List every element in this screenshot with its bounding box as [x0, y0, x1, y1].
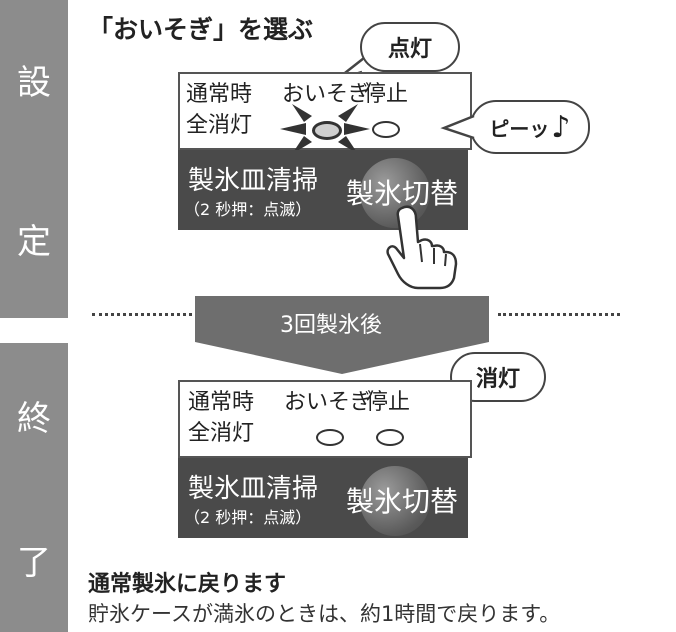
sidebar-char: 了	[17, 543, 51, 584]
ice-mode-button-highlight	[360, 158, 430, 228]
footer-note: 貯氷ケースが満氷のときは、約1時間で戻ります。	[88, 602, 561, 626]
ice-tray-clean-label: 製氷皿清掃	[188, 166, 319, 196]
beep-sound-label: ピーッ	[489, 116, 550, 141]
hold-2sec-label: （2 秒押：点滅）	[184, 200, 312, 219]
sidebar-finish: 終 了	[0, 343, 68, 632]
sidebar-char: 終	[17, 398, 51, 439]
pointing-hand-icon	[386, 205, 458, 290]
mode-stop-label: 停止	[366, 390, 411, 415]
sidebar-char: 定	[17, 222, 51, 262]
mode-quick-label: おいそぎ	[282, 82, 371, 107]
sound-bubble-tail	[440, 114, 475, 140]
sidebar-setting: 設 定	[0, 0, 68, 318]
ice-mode-button-highlight	[360, 466, 430, 536]
after-3-ice-label: 3回製氷後	[280, 313, 382, 338]
ice-tray-clean-label: 製氷皿清掃	[188, 474, 319, 504]
stop-led	[376, 429, 404, 446]
ice-mode-switch-button[interactable]: 製氷切替	[346, 177, 459, 210]
quick-mode-led	[312, 121, 342, 140]
hold-2sec-label: （2 秒押：点滅）	[184, 508, 312, 527]
beep-sound-bubble: ピーッ ♪	[470, 100, 590, 154]
mode-normal-label: 通常時	[188, 390, 255, 415]
footer-heading: 通常製氷に戻ります	[88, 572, 287, 597]
mode-stop-label: 停止	[364, 82, 409, 107]
callout-off-label: 消灯	[475, 367, 520, 392]
sidebar-char: 設	[17, 63, 51, 103]
quick-mode-led	[316, 429, 344, 446]
callout-on-label: 点灯	[387, 37, 432, 62]
callout-on-bubble: 点灯	[360, 22, 460, 72]
stop-led	[372, 121, 400, 138]
all-off-label: 全消灯	[186, 113, 253, 138]
all-off-label: 全消灯	[188, 421, 255, 446]
step-title: 「おいそぎ」を選ぶ	[88, 15, 314, 44]
music-note-icon: ♪	[551, 109, 571, 145]
down-arrow-icon	[195, 296, 489, 374]
ice-mode-switch-button[interactable]: 製氷切替	[346, 485, 459, 518]
led-glow-icon	[280, 104, 370, 154]
mode-quick-label: おいそぎ	[284, 390, 373, 415]
mode-normal-label: 通常時	[186, 82, 253, 107]
separator-left	[92, 313, 192, 316]
separator-right	[498, 313, 620, 316]
